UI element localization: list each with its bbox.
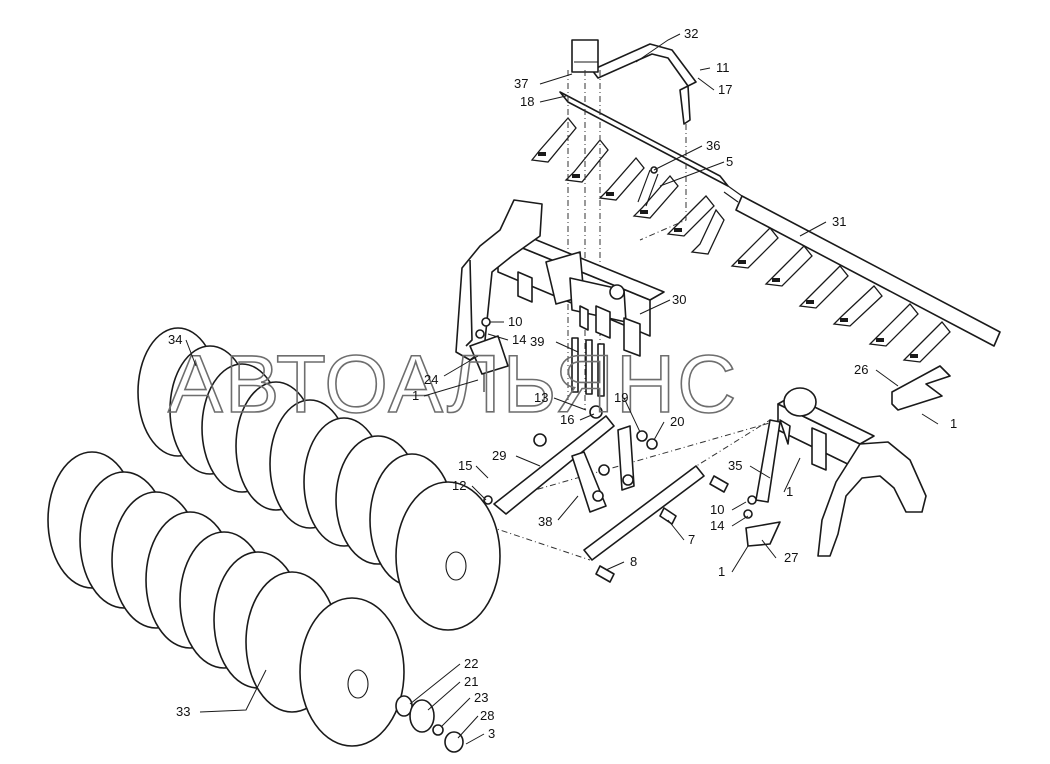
callout-14-b: 14 xyxy=(710,518,724,533)
callout-10: 10 xyxy=(508,314,522,329)
main-frame xyxy=(455,199,665,361)
callout-23: 23 xyxy=(474,690,488,705)
handle-bracket xyxy=(571,39,697,125)
callout-20: 20 xyxy=(670,414,684,429)
watermark-text: АВТОАЛЬЯНС xyxy=(168,339,738,430)
callout-19: 19 xyxy=(614,390,628,405)
tine-row xyxy=(530,116,951,363)
callout-1-a: 1 xyxy=(412,388,419,403)
callout-15: 15 xyxy=(458,458,472,473)
callout-22: 22 xyxy=(464,656,478,671)
leader-lines xyxy=(185,33,939,745)
tine-bar-assembly xyxy=(530,91,1001,363)
callout-27: 27 xyxy=(784,550,798,565)
callout-10-b: 10 xyxy=(710,502,724,517)
callout-17: 17 xyxy=(718,82,732,97)
callout-21: 21 xyxy=(464,674,478,689)
callout-30: 30 xyxy=(672,292,686,307)
disc-rollers xyxy=(47,327,501,753)
callout-14: 14 xyxy=(512,332,526,347)
callout-38: 38 xyxy=(538,514,552,529)
callout-35: 35 xyxy=(728,458,742,473)
callout-28: 28 xyxy=(480,708,494,723)
callout-26: 26 xyxy=(854,362,868,377)
u-bolt-clamp xyxy=(571,337,605,397)
callout-39: 39 xyxy=(530,334,544,349)
callout-11: 11 xyxy=(716,60,730,75)
callout-34: 34 xyxy=(168,332,182,347)
callout-24: 24 xyxy=(424,372,438,387)
callout-31: 31 xyxy=(832,214,846,229)
callout-18: 18 xyxy=(520,94,534,109)
callout-12: 12 xyxy=(452,478,466,493)
callout-37: 37 xyxy=(514,76,528,91)
callout-29: 29 xyxy=(492,448,506,463)
callout-16: 16 xyxy=(560,412,574,427)
callout-33: 33 xyxy=(176,704,190,719)
callout-labels: 32 11 17 37 18 36 5 31 30 10 14 39 24 1 … xyxy=(168,26,957,741)
callout-36: 36 xyxy=(706,138,720,153)
callout-1-d: 1 xyxy=(718,564,725,579)
right-frame-arm xyxy=(743,365,951,557)
callout-8: 8 xyxy=(630,554,637,569)
callout-1-c: 1 xyxy=(786,484,793,499)
linkage-arms xyxy=(483,405,729,583)
assembly-guide-lines xyxy=(439,70,781,561)
callout-3: 3 xyxy=(488,726,495,741)
callout-5: 5 xyxy=(726,154,733,169)
callout-13: 13 xyxy=(534,390,548,405)
callout-7: 7 xyxy=(688,532,695,547)
left-bracket xyxy=(469,317,509,392)
callout-32: 32 xyxy=(684,26,698,41)
callout-1-b: 1 xyxy=(950,416,957,431)
